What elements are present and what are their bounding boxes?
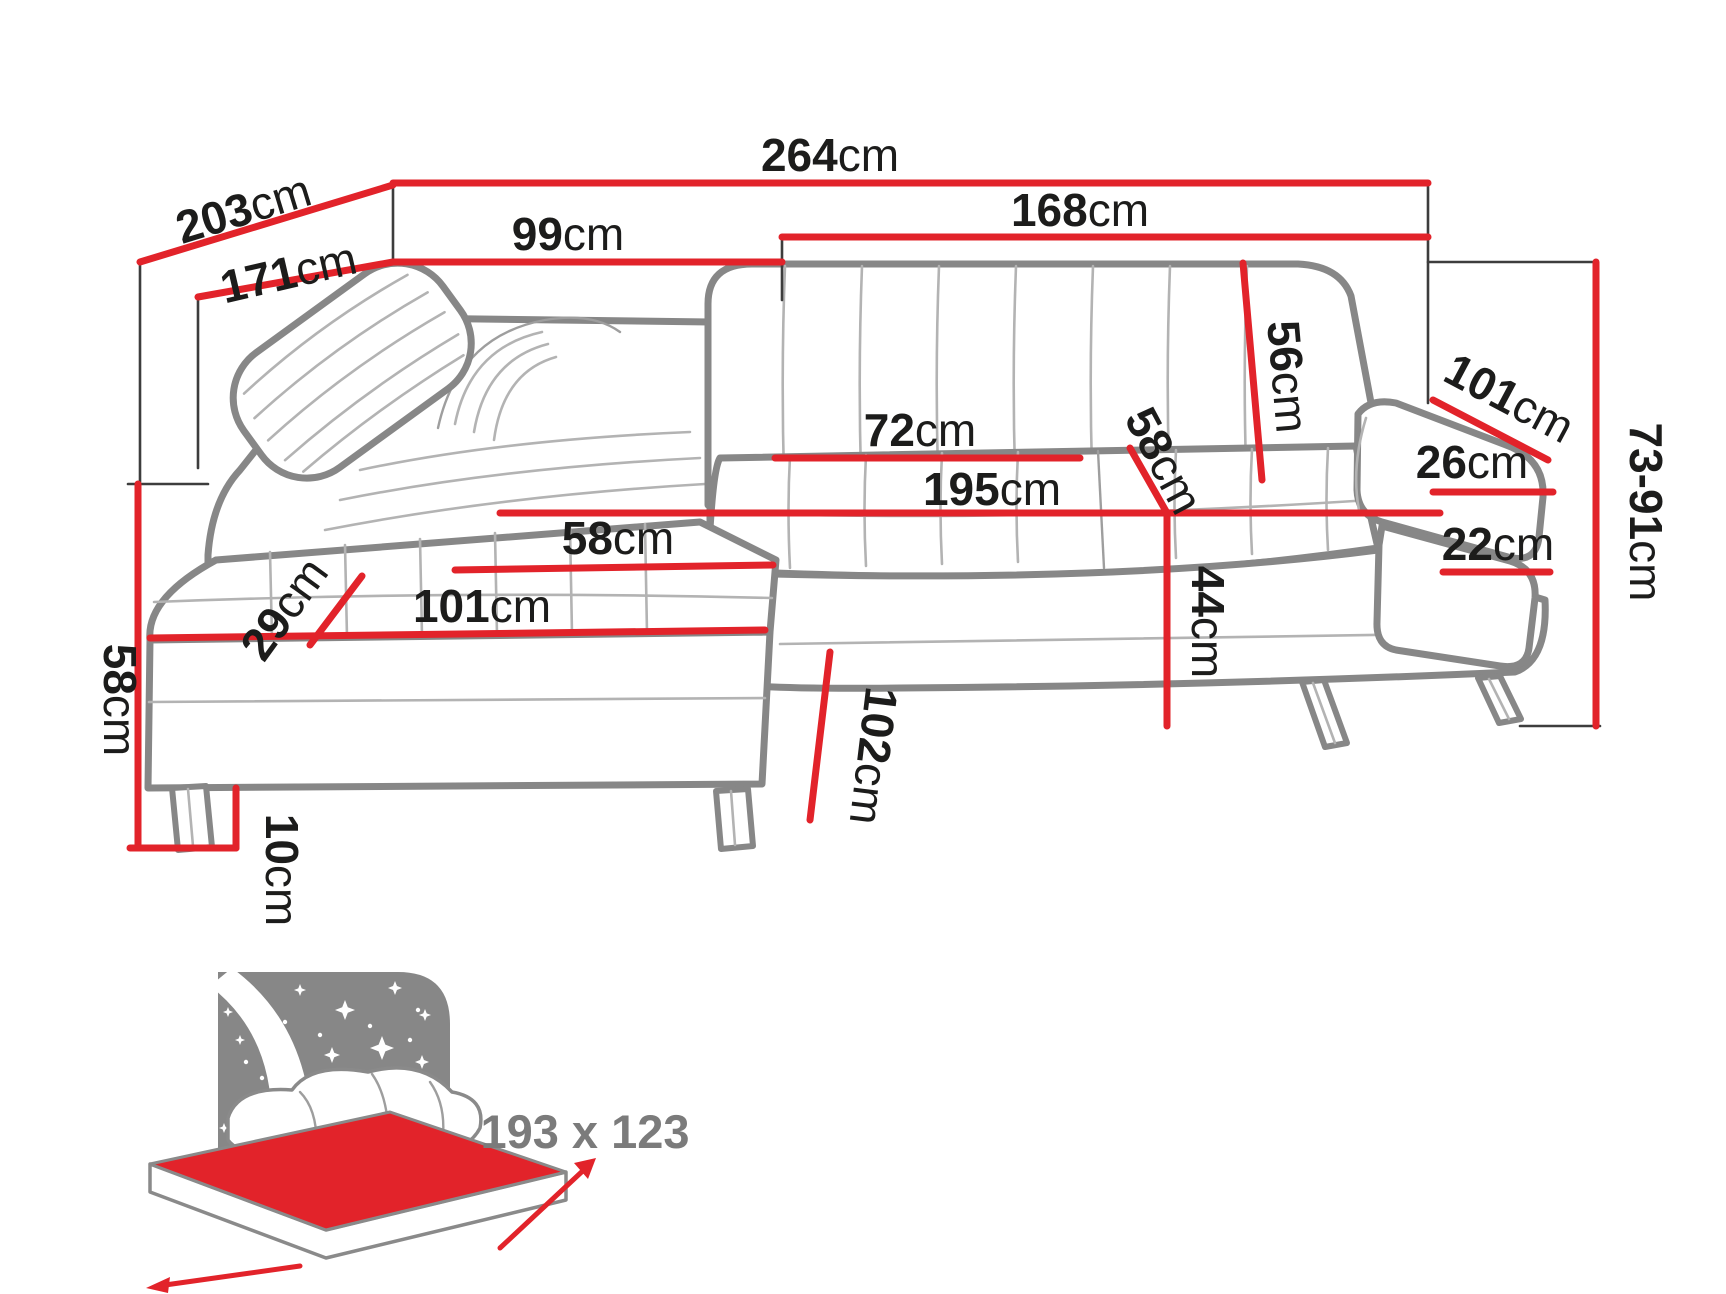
star-icon bbox=[324, 1047, 340, 1063]
sofa-illustration bbox=[144, 259, 1549, 853]
star-icon bbox=[415, 1055, 429, 1069]
seat-depth-line bbox=[1126, 444, 1171, 517]
armrest-side-width-label: 22cm bbox=[1442, 518, 1555, 570]
depth-total-line bbox=[136, 181, 397, 266]
star-icon bbox=[274, 1054, 286, 1066]
sofa-base bbox=[704, 546, 1549, 692]
bed-mattress-icon bbox=[148, 1110, 568, 1260]
seat-section-width-label: 168cm bbox=[1011, 184, 1149, 236]
chaise-seat-width-line bbox=[451, 561, 777, 574]
armrest-top-width-label: 26cm bbox=[1416, 436, 1529, 488]
backrest-height-line bbox=[1239, 259, 1266, 484]
chaise-length-label: 101cm bbox=[413, 580, 551, 632]
star-icon bbox=[219, 1123, 229, 1133]
leg-height-label: 10cm bbox=[256, 814, 308, 927]
seat-total-length-label: 195cm bbox=[923, 463, 1061, 515]
right-side-leg bbox=[1475, 673, 1524, 726]
star-icon bbox=[223, 1007, 233, 1017]
chaise-seat-width-label: 58cm bbox=[562, 512, 675, 564]
depth-total-label: 203cm bbox=[170, 164, 317, 254]
right-front-leg bbox=[1299, 677, 1350, 750]
star-dot-icon bbox=[243, 1059, 249, 1065]
backrest-height-label: 56cm bbox=[1257, 318, 1319, 435]
seat-height-label: 44cm bbox=[1182, 566, 1234, 679]
chaise-length-line bbox=[146, 626, 769, 642]
chaise-depth-label: 102cm bbox=[840, 684, 908, 827]
star-icon bbox=[388, 981, 402, 995]
overall-height-label: 73-91cm bbox=[1620, 423, 1672, 602]
dimension-guides bbox=[126, 181, 1602, 728]
armrest-length-line bbox=[1429, 396, 1552, 464]
star-dot-icon bbox=[407, 1037, 413, 1043]
star-icon bbox=[335, 1000, 355, 1020]
depth-arrow-icon bbox=[497, 1158, 596, 1251]
chaise-depth-line bbox=[806, 648, 834, 824]
chaise-section bbox=[144, 518, 780, 792]
chaise-right-leg bbox=[713, 786, 756, 852]
star-dot-icon bbox=[282, 1019, 288, 1025]
width-total-label: 264cm bbox=[761, 129, 899, 181]
star-icon bbox=[235, 1035, 245, 1045]
star-icon bbox=[370, 1036, 394, 1060]
side-height-label: 58cm bbox=[94, 644, 146, 757]
star-dot-icon bbox=[259, 1075, 265, 1081]
backrest-depth-line bbox=[194, 258, 397, 301]
star-dot-icon bbox=[367, 1023, 373, 1029]
star-dot-icon bbox=[317, 1032, 323, 1038]
headrest-cushion bbox=[229, 259, 475, 482]
dimension-lines bbox=[126, 179, 1600, 852]
star-icon bbox=[254, 997, 270, 1013]
sleeping-size-label: 193 x 123 bbox=[480, 1105, 689, 1158]
star-icon bbox=[294, 984, 306, 996]
sofa-legs bbox=[169, 673, 1524, 853]
star-dot-icon bbox=[415, 1007, 421, 1013]
chaise-left-leg bbox=[169, 783, 215, 853]
corner-width-label: 99cm bbox=[512, 208, 625, 260]
right-backrest bbox=[704, 260, 1380, 509]
dimension-labels: 264cm 203cm 171cm 99cm 168cm 56cm 101cm … bbox=[94, 129, 1672, 926]
seat-cushion-width-label: 72cm bbox=[864, 404, 977, 456]
star-icon bbox=[419, 1009, 431, 1021]
right-armrest bbox=[1353, 398, 1547, 671]
sleeping-function-icon bbox=[146, 968, 596, 1293]
width-arrow-icon bbox=[146, 1263, 303, 1293]
